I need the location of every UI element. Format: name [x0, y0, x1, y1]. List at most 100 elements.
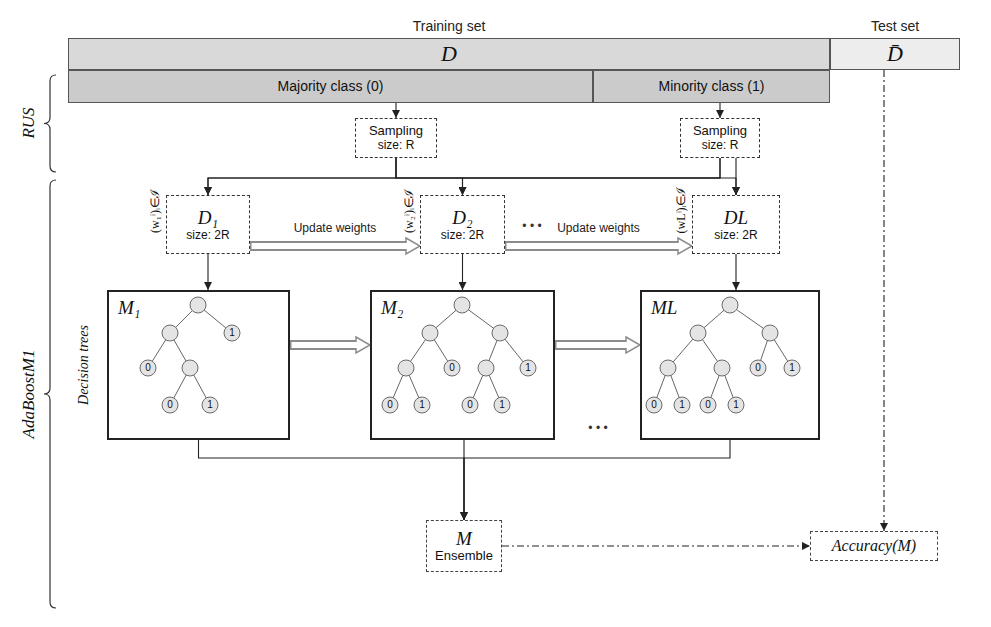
tree-node: [714, 360, 730, 376]
connector-arrow: [208, 158, 720, 195]
leaf-class: 1: [207, 400, 213, 410]
box-text: ML: [651, 297, 677, 319]
ellipsis: • • •: [588, 422, 607, 434]
weight-label: (w₂ⁱ)ᵢ∈ℐ: [403, 189, 415, 233]
box-text: M: [456, 528, 472, 550]
tree-leaf: [674, 397, 690, 413]
section-label: AdaBoostM1: [20, 350, 37, 439]
connector-arrow: [464, 440, 730, 520]
tree-leaf: [520, 360, 536, 376]
subset-box: D₂size: 2R: [420, 195, 505, 254]
box-text: Minority class (1): [659, 78, 765, 94]
box-text: size: 2R: [186, 229, 229, 243]
box-text: Accuracy(M): [832, 537, 916, 555]
leaf-class: 1: [525, 363, 531, 373]
tree-node: [182, 360, 198, 376]
box-text: M₂: [381, 297, 403, 319]
tree-branches: [390, 305, 528, 405]
box-text: D₂: [452, 207, 472, 229]
class-band: Minority class (1): [593, 70, 830, 103]
brace: [44, 180, 56, 608]
tree-leaf: [728, 397, 744, 413]
tree-leaf: [700, 397, 716, 413]
tree-node: [660, 360, 676, 376]
edge-label: Update weights: [292, 222, 379, 236]
connector-arrow: [719, 103, 720, 118]
tree-branches: [654, 305, 792, 405]
block-arrow: [505, 241, 682, 251]
section-label: Decision trees: [77, 325, 91, 405]
section-label: RUS: [20, 107, 37, 138]
leaf-class: 0: [467, 400, 473, 410]
connector-arrow: [395, 103, 396, 118]
tree-node: [454, 297, 470, 313]
block-arrow: [555, 340, 630, 350]
leaf-class: 0: [651, 400, 657, 410]
box-text: DL: [724, 207, 748, 229]
connector-arrow: [207, 254, 208, 290]
edge-label: Update weights: [555, 222, 642, 236]
subset-box: D₁size: 2R: [166, 195, 250, 254]
ensemble-box: MEnsemble: [426, 520, 502, 572]
weight-label: (wLⁱ)ᵢ∈ℐ: [675, 186, 687, 233]
class-band: Majority class (0): [68, 70, 593, 103]
tree-model-box: M₁: [107, 290, 290, 440]
leaf-class: 0: [387, 400, 393, 410]
tree-leaf: [382, 397, 398, 413]
tree-node: [722, 297, 738, 313]
leaf-class: 1: [419, 400, 425, 410]
tree-leaf: [462, 397, 478, 413]
block-arrow-fill: [292, 342, 361, 348]
block-arrow-fill: [507, 243, 683, 249]
sampling-box: Samplingsize: R: [680, 118, 760, 158]
leaf-class: 1: [229, 328, 235, 338]
tree-leaf: [162, 397, 178, 413]
tree-branches: [148, 305, 232, 405]
connector-arrow: [199, 440, 465, 520]
connector-arrow: [208, 158, 396, 195]
tree-leaf: [494, 397, 510, 413]
connector-arrow: [735, 254, 736, 290]
tree-leaf: [646, 397, 662, 413]
box-text: size: 2R: [714, 229, 757, 243]
tree-leaf: [224, 325, 240, 341]
brace: [44, 75, 56, 172]
box-text: D: [441, 41, 457, 66]
leaf-class: 1: [733, 400, 739, 410]
box-text: M₁: [118, 297, 140, 319]
subset-box: DLsize: 2R: [692, 195, 780, 254]
block-arrow-fill: [557, 342, 631, 348]
tree-leaf: [444, 360, 460, 376]
training-set-band: Training setD: [68, 38, 830, 70]
set-heading: Training set: [413, 18, 486, 34]
connector-arrow: [735, 158, 736, 195]
dash-dot-arrow: [502, 545, 810, 546]
block-arrow: [250, 241, 410, 251]
box-text: Majority class (0): [278, 78, 384, 94]
leaf-class: 1: [789, 363, 795, 373]
box-text: Sampling: [369, 124, 423, 139]
accuracy-box: Accuracy(M): [810, 531, 938, 561]
leaf-class: 0: [145, 363, 151, 373]
leaf-class: 0: [449, 363, 455, 373]
set-heading: Test set: [871, 18, 919, 34]
sampling-box: Samplingsize: R: [355, 118, 437, 158]
box-text: size: R: [702, 139, 739, 153]
tree-leaf: [140, 360, 156, 376]
ellipsis: • • •: [522, 220, 541, 232]
leaf-class: 1: [499, 400, 505, 410]
tree-node: [690, 325, 706, 341]
tree-leaf: [784, 360, 800, 376]
tree-leaf: [750, 360, 766, 376]
box-text: D̄: [887, 41, 903, 66]
test-set-band: Test setD̄: [830, 38, 960, 70]
box-text: D₁: [198, 207, 218, 229]
block-arrow: [290, 340, 360, 350]
tree-node: [762, 325, 778, 341]
leaf-class: 0: [167, 400, 173, 410]
tree-node: [162, 325, 178, 341]
connector-arrow: [462, 254, 463, 290]
tree-leaf: [202, 397, 218, 413]
box-text: Ensemble: [435, 549, 493, 564]
leaf-class: 0: [705, 400, 711, 410]
